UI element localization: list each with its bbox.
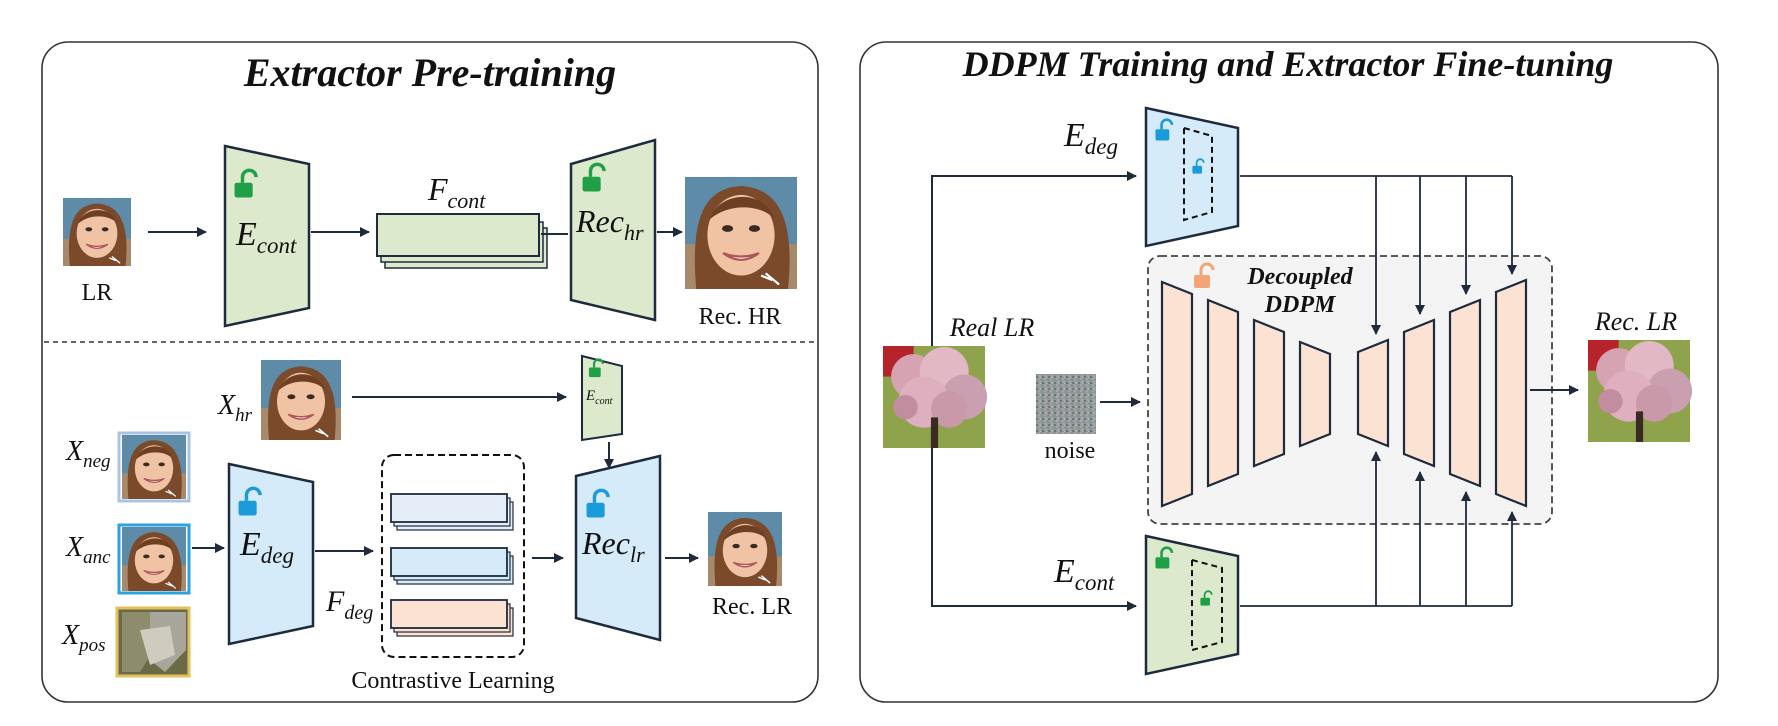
rec-lr-label-text: Rec. LR xyxy=(712,594,792,620)
x-hr-face xyxy=(261,359,341,441)
rec-lr-block xyxy=(574,454,662,642)
contrastive-learning-label: Contrastive Learning xyxy=(351,668,554,694)
x-pos-texture xyxy=(122,612,186,672)
real-lr-image xyxy=(883,346,988,448)
ddpm-label-line2: DDPM xyxy=(1264,292,1337,318)
e-deg-right-block xyxy=(1144,106,1240,248)
e-cont-condition-lines xyxy=(1240,451,1517,607)
e-cont-label: Econt xyxy=(235,216,297,258)
e-deg-condition-lines xyxy=(1240,175,1517,335)
rec-hr-label: Rechr xyxy=(575,203,644,245)
contrastive-feature-anc xyxy=(390,547,514,585)
contrastive-box xyxy=(381,454,525,658)
ddpm-up-block-3 xyxy=(1448,298,1482,488)
ddpm-label-line1: Decoupled xyxy=(1246,264,1353,290)
ddpm-up-block-4 xyxy=(1494,278,1528,508)
ddpm-up-block-2 xyxy=(1402,318,1436,468)
left-panel-title: Extractor Pre-training xyxy=(243,50,616,95)
x-neg-frame xyxy=(117,431,191,503)
ddpm-down-block-4 xyxy=(1298,340,1332,448)
contrastive-feature-pos xyxy=(390,599,514,637)
lr-label: LR xyxy=(82,280,113,306)
connector-lr-to-edeg xyxy=(931,171,1137,346)
e-deg-right-label: Edeg xyxy=(1063,117,1118,159)
f-deg-label: Fdeg xyxy=(325,585,373,624)
ddpm-down-block-3 xyxy=(1252,318,1286,468)
noise-thumbnail xyxy=(1036,374,1096,434)
x-anc-label: Xanc xyxy=(65,532,111,568)
noise-label: noise xyxy=(1045,438,1096,464)
e-deg-label: Edeg xyxy=(239,526,294,568)
rec-lr-right-image xyxy=(1588,340,1692,442)
x-hr-label: Xhr xyxy=(217,390,253,426)
x-pos-label: Xpos xyxy=(61,620,106,656)
f-cont-feature-stack xyxy=(376,213,548,269)
real-lr-label: Real LR xyxy=(949,313,1035,342)
contrastive-feature-neg xyxy=(390,493,514,531)
e-cont-inner-dashed xyxy=(1191,558,1223,652)
small-e-cont-label: Econt xyxy=(585,388,613,407)
rec-lr-label: Reclr xyxy=(581,525,645,567)
right-panel-title: DDPM Training and Extractor Fine-tuning xyxy=(962,44,1614,84)
connector-lr-to-econt xyxy=(931,448,1137,611)
rec-lr-output-face xyxy=(708,511,782,587)
rec-hr-output-face xyxy=(685,175,797,291)
ddpm-down-block-2 xyxy=(1206,298,1240,488)
e-deg-inner-dashed xyxy=(1183,126,1213,222)
x-anc-face xyxy=(121,527,187,591)
ddpm-down-block-1 xyxy=(1160,280,1194,508)
ddpm-up-block-1 xyxy=(1356,338,1390,448)
rec-hr-label-text: Rec. HR xyxy=(699,304,782,330)
rec-lr-right-label: Rec. LR xyxy=(1594,307,1677,336)
lr-input-face xyxy=(63,197,131,267)
x-neg-label: Xneg xyxy=(65,436,111,472)
e-cont-right-label: Econt xyxy=(1053,553,1115,595)
x-neg-face xyxy=(121,435,187,499)
x-anc-frame xyxy=(117,523,191,595)
f-cont-label: Fcont xyxy=(427,171,486,213)
